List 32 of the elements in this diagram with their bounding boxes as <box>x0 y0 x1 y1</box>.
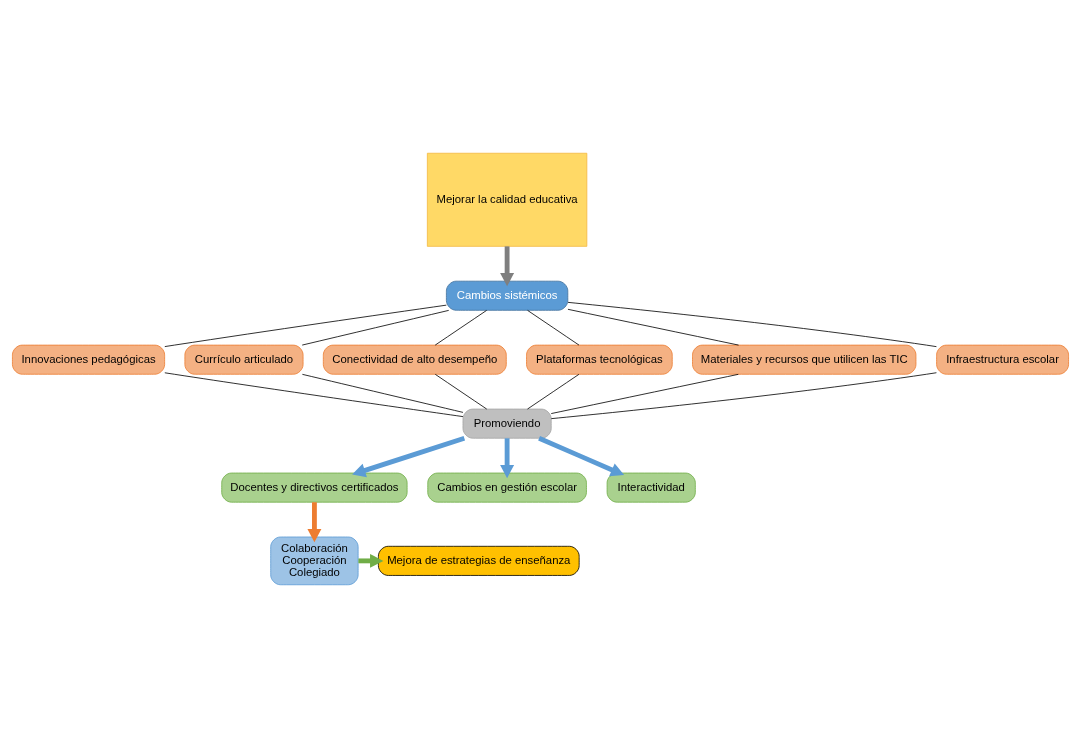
connector <box>550 373 739 414</box>
arrow <box>500 246 515 287</box>
node-box: Promoviendo <box>462 408 552 439</box>
node-box: Materiales y recursos que utilicen las TIC <box>692 344 917 375</box>
connector <box>550 372 937 420</box>
node-box: Mejorar la calidad educativa <box>426 152 588 247</box>
connector <box>527 309 580 346</box>
node-box: Currículo articulado <box>184 344 304 375</box>
node-box: Plataformas tecnológicas <box>526 344 673 375</box>
arrow <box>358 553 384 568</box>
node-box: Cambios en gestión escolar <box>427 472 587 503</box>
node-box: Colaboración Cooperación Colegiado <box>270 536 359 586</box>
connector <box>164 372 464 417</box>
node-box: Mejora de estrategias de enseñanza <box>377 545 580 576</box>
node-box: Interactividad <box>606 472 696 503</box>
arrow <box>538 436 625 477</box>
node-box: Docentes y directivos certificados <box>221 472 408 503</box>
arrow <box>307 502 322 543</box>
connector <box>434 309 488 346</box>
node-box: Infraestructura escolar <box>936 344 1069 375</box>
connector <box>301 309 450 346</box>
connector <box>567 301 937 348</box>
arrow <box>500 438 515 479</box>
connector <box>567 308 739 346</box>
arrow <box>352 435 466 478</box>
node-box: Conectividad de alto desempeño <box>322 344 507 375</box>
connector <box>434 373 488 410</box>
node-box: Innovaciones pedagógicas <box>12 344 166 375</box>
node-box: Cambios sistémicos <box>445 280 569 311</box>
connector <box>301 373 464 413</box>
connector <box>164 304 447 347</box>
connector <box>527 373 580 410</box>
